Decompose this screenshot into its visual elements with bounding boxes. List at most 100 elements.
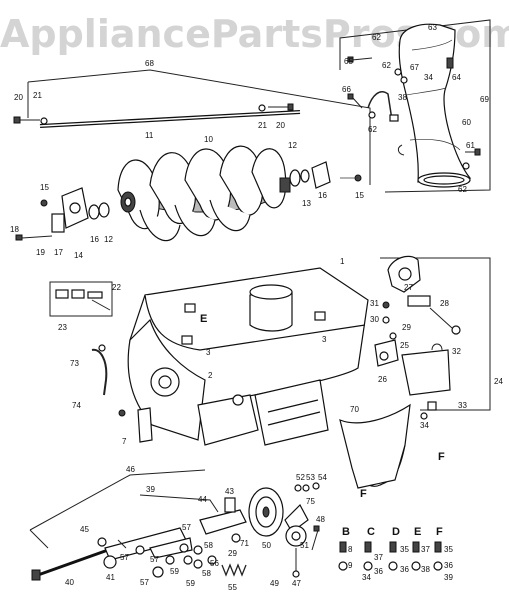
legend-f-num-3: 39 — [444, 573, 453, 582]
callout-59: 59 — [170, 567, 179, 576]
callout-e: E — [200, 313, 207, 325]
callout-2: 2 — [208, 371, 213, 380]
callout-24: 24 — [494, 377, 503, 386]
callout-29: 29 — [402, 323, 411, 332]
callout-62: 62 — [372, 33, 381, 42]
legend-col-c: C 34 37 36 — [362, 526, 383, 582]
callout-28: 28 — [440, 299, 449, 308]
legend-f-num-1: 35 — [444, 545, 453, 554]
callout-39: 39 — [146, 485, 155, 494]
callout-70: 70 — [350, 405, 359, 414]
legend-c-num-1: 34 — [362, 573, 371, 582]
callout-49: 49 — [270, 579, 279, 588]
auger-assembly — [13, 69, 371, 242]
callout-62b: 62 — [382, 61, 391, 70]
callout-27: 27 — [404, 283, 413, 292]
callout-3: 3 — [206, 348, 211, 357]
callout-38: 38 — [398, 93, 407, 102]
callout-43: 43 — [225, 487, 234, 496]
callout-73: 73 — [70, 359, 79, 368]
chute-assembly — [339, 19, 491, 193]
callout-45: 45 — [80, 525, 89, 534]
callout-46: 46 — [126, 465, 135, 474]
callout-53: 53 — [306, 473, 315, 482]
callout-65: 65 — [344, 57, 353, 66]
legend-letter-c: C — [367, 526, 375, 538]
callout-23: 23 — [58, 323, 67, 332]
callout-30: 30 — [370, 315, 379, 324]
right-assembly — [339, 255, 491, 489]
callout-15b: 15 — [355, 191, 364, 200]
callout-31: 31 — [370, 299, 379, 308]
callout-21: 21 — [33, 91, 42, 100]
legend-b-num-2: 9 — [348, 561, 353, 570]
callout-20: 20 — [14, 93, 23, 102]
legend-col-d: D 35 36 — [388, 526, 409, 574]
callout-15: 15 — [40, 183, 49, 192]
legend-col-b: B 8 9 — [338, 526, 353, 571]
callout-59b: 59 — [186, 579, 195, 588]
legend-letter-b: B — [342, 526, 350, 538]
callout-56: 56 — [210, 559, 219, 568]
hardware-legend: B 8 9 C 34 37 36 D 35 36 E 37 38 — [338, 526, 453, 582]
callout-50: 50 — [262, 541, 271, 550]
legend-letter-f: F — [436, 526, 443, 538]
callout-60: 60 — [462, 118, 471, 127]
callout-54: 54 — [318, 473, 327, 482]
callout-61: 61 — [466, 141, 475, 150]
legend-b-num-1: 8 — [348, 545, 353, 554]
callout-48: 48 — [316, 515, 325, 524]
callout-f: F — [438, 451, 445, 463]
callout-12: 12 — [104, 235, 113, 244]
callout-74: 74 — [72, 401, 81, 410]
legend-d-num-1: 35 — [400, 545, 409, 554]
callout-57: 57 — [120, 553, 129, 562]
legend-e-num-2: 38 — [421, 565, 430, 574]
callout-58: 58 — [204, 541, 213, 550]
legend-col-f: F 35 36 39 — [433, 526, 453, 582]
drive-assembly — [29, 469, 320, 581]
legend-d-num-2: 36 — [400, 565, 409, 574]
callout-1: 1 — [340, 257, 345, 266]
callout-10: 10 — [204, 135, 213, 144]
legend-letter-d: D — [392, 526, 400, 538]
callout-57b: 57 — [182, 523, 191, 532]
legend-c-num-2: 37 — [374, 553, 383, 562]
callout-52: 52 — [296, 473, 305, 482]
left-small-parts — [49, 281, 113, 396]
callout-57d: 57 — [150, 555, 159, 564]
auger-spiral — [117, 145, 291, 242]
callout-22: 22 — [112, 283, 121, 292]
callout-34: 34 — [424, 73, 433, 82]
callout-19: 19 — [36, 248, 45, 257]
callout-68: 68 — [145, 59, 154, 68]
callout-69: 69 — [480, 95, 489, 104]
callout-labels: 68 20 21 11 10 21 20 15 18 19 17 14 16 1… — [10, 23, 503, 592]
callout-58b: 58 — [202, 569, 211, 578]
auger-housing — [118, 267, 369, 446]
callout-14: 14 — [74, 251, 83, 260]
callout-67: 67 — [410, 63, 419, 72]
callout-66: 66 — [342, 85, 351, 94]
callout-33: 33 — [458, 401, 467, 410]
callout-29b: 29 — [228, 549, 237, 558]
callout-55: 55 — [228, 583, 237, 592]
callout-75: 75 — [306, 497, 315, 506]
callout-47: 47 — [292, 579, 301, 588]
callout-32: 32 — [452, 347, 461, 356]
legend-f-num-2: 36 — [444, 561, 453, 570]
callout-71: 71 — [240, 539, 249, 548]
callout-12b: 12 — [288, 141, 297, 150]
callout-20b: 20 — [276, 121, 285, 130]
callout-57c: 57 — [140, 578, 149, 587]
callout-62d: 62 — [458, 185, 467, 194]
callout-64: 64 — [452, 73, 461, 82]
legend-letter-e: E — [414, 526, 421, 538]
callout-18: 18 — [10, 225, 19, 234]
callout-44: 44 — [198, 495, 207, 504]
callout-25: 25 — [400, 341, 409, 350]
callout-21b: 21 — [258, 121, 267, 130]
callout-7: 7 — [122, 437, 127, 446]
callout-13: 13 — [302, 199, 311, 208]
